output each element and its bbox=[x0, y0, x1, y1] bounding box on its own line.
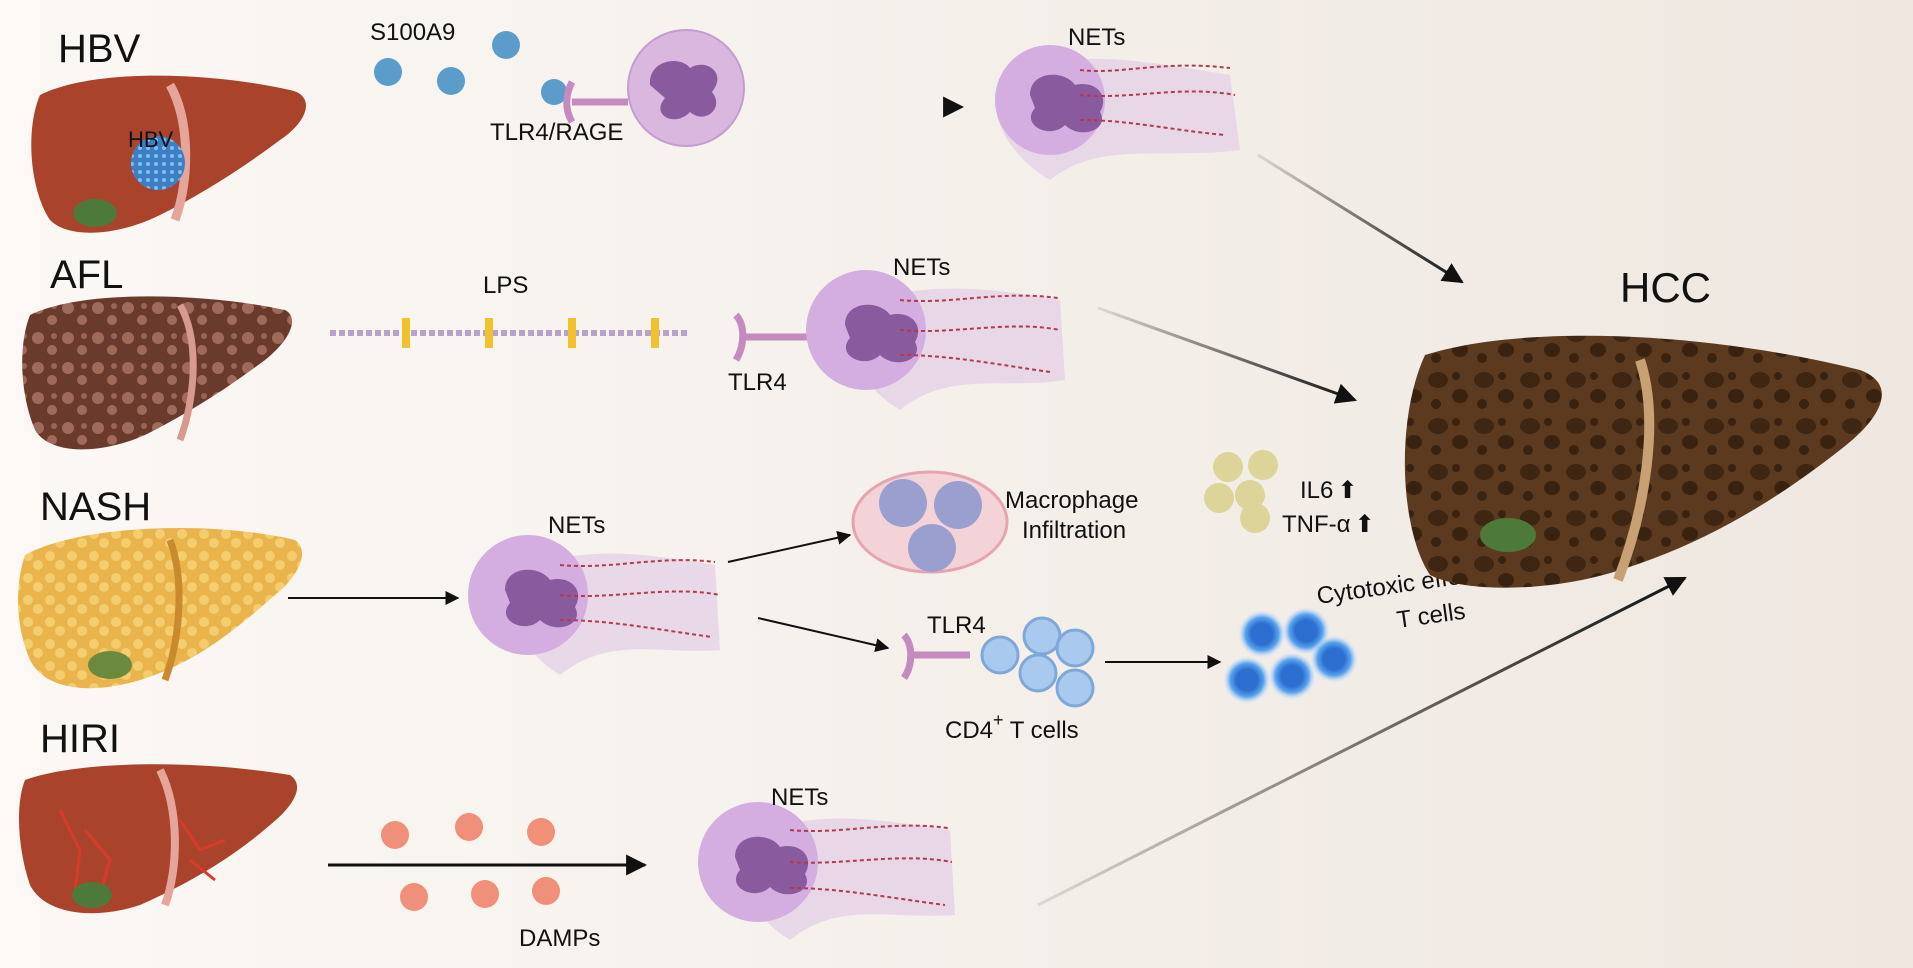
label-lps: LPS bbox=[483, 272, 528, 299]
tlr4-receptor-afl bbox=[732, 312, 810, 362]
arrow-afl-to-hcc bbox=[1097, 306, 1357, 404]
lps-chain bbox=[330, 318, 690, 348]
label-tlr4-afl: TLR4 bbox=[728, 369, 787, 396]
label-afl: AFL bbox=[50, 253, 123, 297]
arrow-up-icon: ⬆ bbox=[1355, 511, 1375, 538]
label-nets-hiri: NETs bbox=[771, 784, 828, 811]
arrow-hiri-to-hcc bbox=[1037, 576, 1687, 907]
label-hiri: HIRI bbox=[40, 717, 120, 761]
label-hbv-virus: HBV bbox=[128, 127, 174, 152]
label-damps: DAMPs bbox=[519, 925, 600, 952]
s100a9-molecules bbox=[374, 31, 567, 105]
liver-hiri-icon bbox=[18, 764, 298, 914]
nets-cell-nash bbox=[468, 535, 721, 675]
label-macrophage: Macrophage bbox=[1005, 487, 1138, 514]
tlr4-rage-receptor bbox=[563, 80, 628, 124]
label-tnfa: TNF-α⬆ bbox=[1282, 511, 1375, 538]
label-nets-afl: NETs bbox=[893, 254, 950, 281]
liver-afl-icon bbox=[22, 296, 293, 450]
cd4-t-cells bbox=[980, 616, 1095, 708]
cytotoxic-t-cells bbox=[1223, 607, 1358, 704]
tlr4-receptor-nash bbox=[900, 632, 970, 680]
nets-cell-hiri bbox=[698, 802, 955, 940]
arrow-nets-to-macrophage bbox=[727, 530, 852, 563]
label-hbv: HBV bbox=[58, 27, 141, 71]
label-hcc: HCC bbox=[1620, 264, 1711, 311]
cytokine-molecules bbox=[1204, 450, 1278, 533]
label-nets-hbv: NETs bbox=[1068, 24, 1125, 51]
liver-nash-icon bbox=[18, 528, 303, 689]
label-cd4-t-cells: CD4+ T cells bbox=[945, 710, 1079, 744]
arrow-hbv-to-hcc bbox=[1257, 153, 1464, 284]
nets-cell-afl bbox=[806, 270, 1065, 410]
label-s100a9: S100A9 bbox=[370, 19, 455, 46]
nets-cell-hbv bbox=[995, 45, 1240, 180]
label-nash: NASH bbox=[40, 485, 151, 529]
neutrophil-cell-hbv bbox=[627, 29, 745, 147]
liver-hbv-icon bbox=[31, 75, 307, 233]
label-tlr4-rage: TLR4/RAGE bbox=[490, 119, 623, 146]
label-il6: IL6⬆ bbox=[1300, 477, 1357, 504]
label-infiltration: Infiltration bbox=[1022, 517, 1126, 544]
label-tlr4-nash: TLR4 bbox=[927, 612, 986, 639]
damps-molecules bbox=[381, 813, 560, 911]
macrophage-cluster bbox=[851, 470, 1009, 574]
arrow-nets-to-tlr4 bbox=[757, 617, 890, 652]
hbv-virus-icon bbox=[131, 136, 185, 190]
arrow-up-icon: ⬆ bbox=[1337, 477, 1357, 504]
liver-hcc-icon bbox=[1404, 335, 1882, 588]
label-nets-nash: NETs bbox=[548, 512, 605, 539]
